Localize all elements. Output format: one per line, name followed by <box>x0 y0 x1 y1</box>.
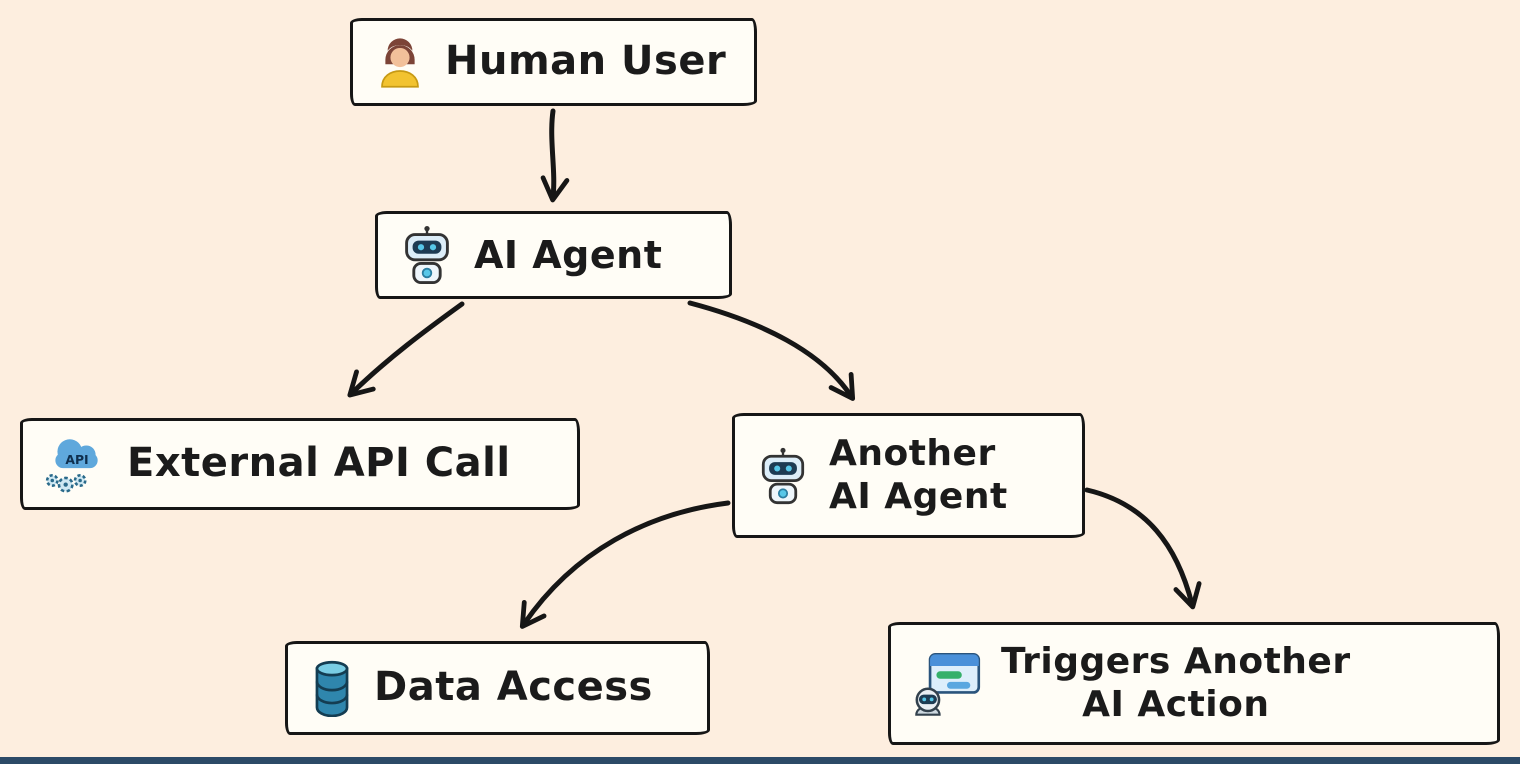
node-label: Data Access <box>374 664 653 711</box>
database-icon <box>308 659 356 717</box>
node-external-api-call: API External API Call <box>20 418 580 510</box>
bottom-edge-bar <box>0 757 1520 764</box>
svg-text:API: API <box>65 453 88 467</box>
node-label-line1: Another <box>829 433 996 475</box>
node-label: Another AI Agent <box>829 433 1008 518</box>
node-label: AI Agent <box>474 232 663 277</box>
edge-human-user-to-ai-agent <box>540 108 570 203</box>
node-label-line1: Triggers Another <box>1001 641 1351 683</box>
node-another-ai-agent: Another AI Agent <box>732 413 1085 538</box>
node-ai-agent: AI Agent <box>375 211 732 299</box>
node-human-user: Human User <box>350 18 757 106</box>
edge-ai-agent-to-external-api <box>347 301 465 398</box>
node-label-line2: AI Agent <box>829 475 1008 517</box>
node-label: External API Call <box>127 440 511 487</box>
robot-icon <box>755 447 811 505</box>
node-triggers-another-ai-action: Triggers Another AI Action <box>888 622 1500 745</box>
edge-another-agent-to-triggers <box>1084 487 1202 610</box>
edge-ai-agent-to-another-agent <box>687 300 856 401</box>
api-cloud-gears-icon: API <box>43 431 109 497</box>
node-label: Human User <box>445 38 727 85</box>
woman-user-icon <box>373 35 427 89</box>
node-label: Triggers Another AI Action <box>1001 641 1351 726</box>
node-label-line2: AI Action <box>1082 683 1270 725</box>
edge-another-agent-to-data-access <box>519 500 731 629</box>
robot-icon <box>398 225 456 285</box>
chat-robot-icon <box>911 650 983 718</box>
node-data-access: Data Access <box>285 641 710 735</box>
